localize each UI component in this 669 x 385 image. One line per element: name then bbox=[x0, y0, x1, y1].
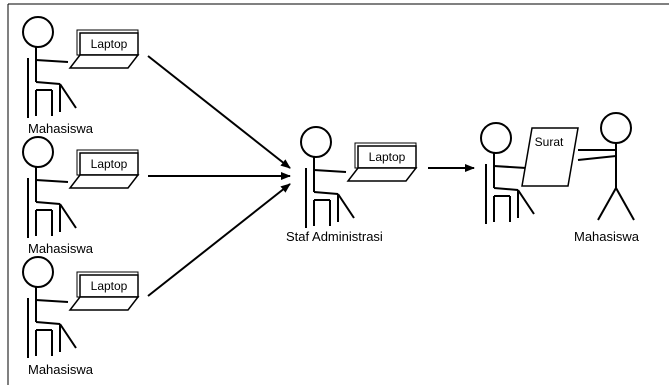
letter-label: Surat bbox=[535, 135, 564, 149]
student-2: Laptop Mahasiswa bbox=[22, 136, 140, 256]
receiver-label: Mahasiswa bbox=[574, 229, 640, 244]
student-label: Mahasiswa bbox=[28, 362, 94, 377]
standing-person-icon bbox=[577, 112, 635, 221]
laptop-label: Laptop bbox=[91, 37, 128, 51]
arrow-student3-to-admin bbox=[147, 183, 291, 297]
student-label: Mahasiswa bbox=[28, 121, 94, 136]
laptop-icon: Laptop bbox=[68, 29, 140, 69]
laptop-label: Laptop bbox=[91, 157, 128, 171]
laptop-icon: Laptop bbox=[68, 149, 140, 189]
seated-person-icon bbox=[22, 16, 77, 118]
letter-document-icon: Surat bbox=[521, 127, 579, 187]
letter-giver bbox=[480, 122, 535, 224]
seated-person-icon bbox=[22, 256, 77, 358]
seated-person-icon bbox=[300, 126, 355, 228]
seated-person-icon bbox=[480, 122, 535, 224]
admin-staff: Laptop Staf Administrasi bbox=[286, 126, 418, 244]
seated-person-icon bbox=[22, 136, 77, 238]
student-1: Laptop Mahasiswa bbox=[22, 16, 140, 136]
receiver-student: Mahasiswa bbox=[574, 112, 640, 244]
laptop-label: Laptop bbox=[369, 150, 406, 164]
admin-label: Staf Administrasi bbox=[286, 229, 383, 244]
student-3: Laptop Mahasiswa bbox=[22, 256, 140, 377]
laptop-label: Laptop bbox=[91, 279, 128, 293]
student-label: Mahasiswa bbox=[28, 241, 94, 256]
laptop-icon: Laptop bbox=[68, 271, 140, 311]
arrow-student1-to-admin bbox=[147, 55, 291, 169]
laptop-icon: Laptop bbox=[346, 142, 418, 182]
